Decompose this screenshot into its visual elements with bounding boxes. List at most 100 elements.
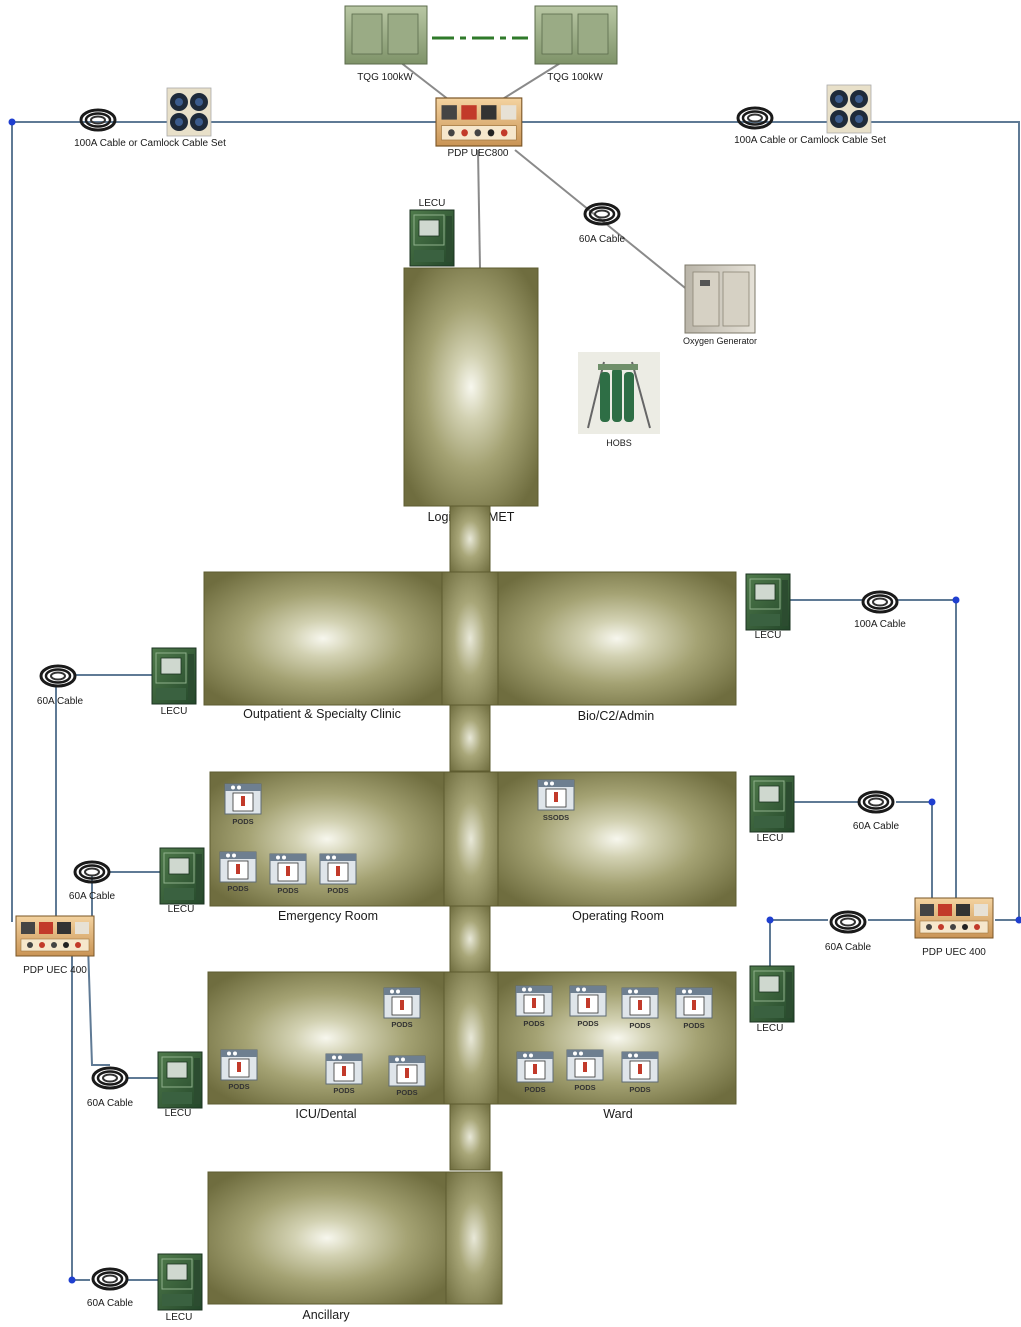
svg-text:PODS: PODS xyxy=(524,1085,545,1094)
right-cable-set-label: 100A Cable or Camlock Cable Set xyxy=(734,135,886,146)
lecu-emergency: LECU xyxy=(160,848,204,915)
ssods-operating: SSODS xyxy=(538,780,574,822)
hub-row-3 xyxy=(444,972,498,1104)
cable-ward: 60A Cable xyxy=(825,912,872,953)
svg-text:PODS: PODS xyxy=(228,1082,249,1091)
junction-dot xyxy=(1016,917,1021,924)
hub-row-2 xyxy=(444,772,498,906)
svg-text:LECU: LECU xyxy=(168,904,195,915)
junction-dot xyxy=(9,119,16,126)
cable-ancillary: 60A Cable xyxy=(87,1269,134,1309)
left-cable-set-label: 100A Cable or Camlock Cable Set xyxy=(74,138,226,149)
generator-tqg-2: TQG 100kW xyxy=(535,6,617,83)
hobs: HOBS xyxy=(578,352,660,448)
left-pdp-uec400: PDP UEC 400 xyxy=(16,916,94,976)
generator-label: TQG 100kW xyxy=(547,72,603,83)
zone-logistics-bmet: Logistics/BMET xyxy=(404,268,538,524)
hub-row-1 xyxy=(442,572,498,705)
junction-dot xyxy=(69,1277,76,1284)
oxygen-cable-label: 60A Cable xyxy=(579,234,626,245)
junction-dot xyxy=(929,799,936,806)
zone-ancillary-label: Ancillary xyxy=(302,1308,350,1322)
svg-text:PODS: PODS xyxy=(232,817,253,826)
svg-text:PODS: PODS xyxy=(227,884,248,893)
left-pdp-to-ancillary-line xyxy=(72,945,90,1280)
right-pdp-label: PDP UEC 400 xyxy=(922,947,986,958)
left-pdp-label: PDP UEC 400 xyxy=(23,965,87,976)
main-pdp-label: PDP UEC800 xyxy=(448,148,509,159)
top-lecu: LECU xyxy=(410,198,454,266)
right-pdp-to-bio-line xyxy=(898,600,956,900)
generator-label: TQG 100kW xyxy=(357,72,413,83)
right-pdp-uec400: PDP UEC 400 xyxy=(915,898,993,958)
oxygen-generator: Oxygen Generator xyxy=(683,265,757,346)
zone-operating-label: Operating Room xyxy=(572,909,664,923)
top-lecu-label: LECU xyxy=(419,198,446,209)
svg-text:100A Cable: 100A Cable xyxy=(854,619,906,630)
svg-text:PODS: PODS xyxy=(396,1088,417,1097)
svg-text:LECU: LECU xyxy=(166,1312,193,1323)
zone-emergency-label: Emergency Room xyxy=(278,909,378,923)
left-pdp-to-icu-line xyxy=(88,945,110,1065)
corridor-1 xyxy=(450,506,490,572)
svg-text:PODS: PODS xyxy=(629,1021,650,1030)
pdp-to-logistics-line xyxy=(478,150,480,268)
oxygen-cable: 60A Cable xyxy=(579,204,626,245)
hobs-label: HOBS xyxy=(606,438,632,448)
svg-text:PODS: PODS xyxy=(391,1020,412,1029)
svg-text:60A Cable: 60A Cable xyxy=(853,821,900,832)
zone-outpatient-label: Outpatient & Specialty Clinic xyxy=(243,707,401,721)
zone-bio-c2-admin: Bio/C2/Admin xyxy=(498,572,736,723)
svg-text:PODS: PODS xyxy=(629,1085,650,1094)
lecu-ward: LECU xyxy=(750,966,794,1034)
svg-text:LECU: LECU xyxy=(757,833,784,844)
cable-bio: 100A Cable xyxy=(854,592,906,630)
lecu-bio: LECU xyxy=(746,574,790,641)
corridor-3 xyxy=(450,906,490,972)
svg-text:LECU: LECU xyxy=(757,1023,784,1034)
zone-ward-label: Ward xyxy=(603,1107,632,1121)
svg-text:PODS: PODS xyxy=(327,886,348,895)
lecu-icu: LECU xyxy=(158,1052,202,1119)
zone-operating-room: Operating Room xyxy=(498,772,736,923)
svg-text:60A Cable: 60A Cable xyxy=(87,1098,134,1109)
hub-row-4 xyxy=(446,1172,502,1304)
left-cable-set: 100A Cable or Camlock Cable Set xyxy=(74,88,226,149)
oxygen-generator-label: Oxygen Generator xyxy=(683,336,757,346)
zone-outpatient: Outpatient & Specialty Clinic xyxy=(204,572,442,721)
svg-text:60A Cable: 60A Cable xyxy=(825,942,872,953)
generator-tqg-1: TQG 100kW xyxy=(345,6,427,83)
junction-dot xyxy=(953,597,960,604)
svg-text:LECU: LECU xyxy=(755,630,782,641)
zone-icu-label: ICU/Dental xyxy=(295,1107,356,1121)
main-pdp-uec800: PDP UEC800 xyxy=(436,98,522,159)
right-cable-set: 100A Cable or Camlock Cable Set xyxy=(734,85,886,146)
junction-dot xyxy=(767,917,774,924)
cable-icu: 60A Cable xyxy=(87,1068,134,1109)
corridor-2 xyxy=(450,705,490,771)
svg-text:PODS: PODS xyxy=(523,1019,544,1028)
lecu-ancillary: LECU xyxy=(158,1254,202,1323)
cable-operating: 60A Cable xyxy=(853,792,900,832)
svg-text:LECU: LECU xyxy=(165,1108,192,1119)
cable-emergency: 60A Cable xyxy=(69,862,116,902)
ward-cable-to-lecu-line xyxy=(770,920,828,968)
zone-bio-label: Bio/C2/Admin xyxy=(578,709,654,723)
svg-text:60A Cable: 60A Cable xyxy=(37,696,84,707)
svg-text:60A Cable: 60A Cable xyxy=(69,891,116,902)
lecu-operating: LECU xyxy=(750,776,794,844)
svg-text:60A Cable: 60A Cable xyxy=(87,1298,134,1309)
svg-text:PODS: PODS xyxy=(683,1021,704,1030)
ssods-label: SSODS xyxy=(543,813,569,822)
zone-ancillary: Ancillary xyxy=(208,1172,446,1322)
svg-text:PODS: PODS xyxy=(577,1019,598,1028)
lecu-outpatient: LECU xyxy=(152,648,196,717)
cable-outpatient: 60A Cable xyxy=(37,666,84,707)
svg-text:PODS: PODS xyxy=(574,1083,595,1092)
corridor-4 xyxy=(450,1104,490,1170)
svg-text:PODS: PODS xyxy=(333,1086,354,1095)
svg-text:LECU: LECU xyxy=(161,706,188,717)
svg-text:PODS: PODS xyxy=(277,886,298,895)
